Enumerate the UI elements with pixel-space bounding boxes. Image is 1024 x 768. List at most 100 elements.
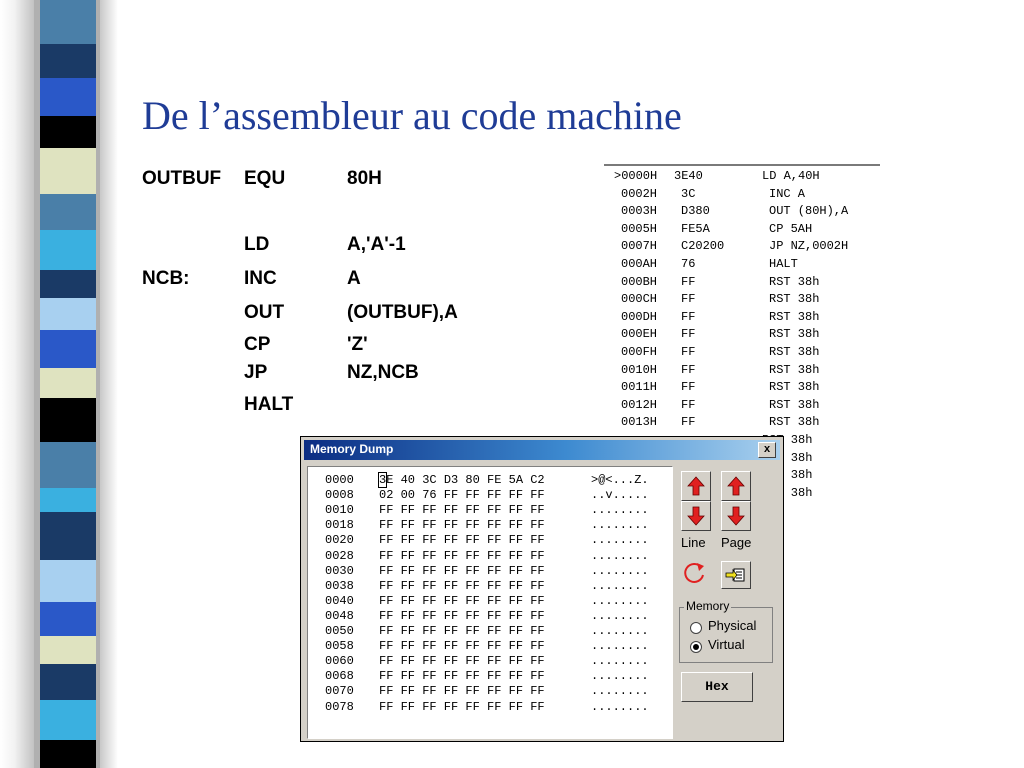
dump-ascii: ........	[591, 593, 649, 608]
dump-address: 0050	[325, 624, 354, 638]
listing-mnemonic: RST 38h	[769, 380, 820, 395]
page-down-button[interactable]	[721, 501, 751, 531]
dump-address: 0070	[325, 684, 354, 699]
listing-mnemonic: RST 38h	[769, 345, 820, 359]
dump-ascii: ........	[591, 533, 649, 548]
listing-mnemonic: INC A	[769, 186, 806, 201]
dump-ascii: ........	[591, 624, 649, 638]
listing-address: 000AH	[621, 257, 658, 271]
listing-opcode: FF	[681, 415, 696, 430]
memory-mode-group: Memory Physical Virtual	[679, 599, 773, 663]
listing-top-border	[604, 164, 880, 166]
listing-address: 0010H	[621, 362, 658, 377]
listing-mnemonic: RST 38h	[769, 309, 820, 324]
source-operand: A	[347, 268, 361, 289]
dump-bytes: FF FF FF FF FF FF FF FF	[379, 624, 545, 638]
listing-opcode: FF	[681, 380, 696, 395]
source-label: NCB:	[142, 268, 190, 289]
listing-address: 0011H	[621, 380, 658, 395]
dump-ascii: ........	[591, 654, 649, 669]
source-mnemonic: CP	[244, 334, 271, 355]
dump-address: 0040	[325, 593, 354, 608]
dump-bytes: FF FF FF FF FF FF FF FF	[379, 593, 545, 608]
listing-mnemonic: OUT (80H),A	[769, 204, 849, 219]
close-button[interactable]: x	[758, 442, 776, 458]
goto-pointer-icon	[725, 568, 745, 582]
listing-address: 000FH	[621, 345, 658, 359]
dump-address: 0060	[325, 654, 354, 669]
dump-ascii: ........	[591, 548, 649, 563]
hex-button[interactable]: Hex	[681, 672, 753, 702]
refresh-icon	[684, 562, 704, 583]
memory-group-label: Memory	[684, 599, 732, 613]
dump-address: 0020	[325, 533, 354, 548]
line-label: Line	[681, 535, 706, 550]
listing-opcode: FF	[681, 309, 696, 324]
slide-title: De l’assembleur au code machine	[142, 93, 682, 138]
listing-mnemonic: CP 5AH	[769, 221, 813, 236]
listing-address: 0002H	[621, 186, 658, 201]
listing-opcode: 3E40	[674, 169, 703, 183]
dump-ascii: ........	[591, 578, 649, 593]
listing-address: 000CH	[621, 292, 658, 307]
dump-ascii: ........	[591, 518, 649, 533]
dump-ascii: ........	[591, 699, 649, 714]
source-label: OUTBUF	[142, 168, 222, 189]
dump-ascii: ........	[591, 639, 649, 654]
refresh-button[interactable]	[681, 561, 711, 591]
dump-bytes: 02 00 76 FF FF FF FF FF	[379, 488, 545, 503]
listing-mnemonic: HALT	[769, 257, 798, 271]
dump-address: 0000	[325, 473, 354, 487]
dump-bytes: FF FF FF FF FF FF FF FF	[379, 684, 545, 699]
listing-opcode: C20200	[681, 239, 725, 254]
dump-row: 0040 FF FF FF FF FF FF FF FF........	[325, 594, 649, 609]
listing-address: 0013H	[621, 415, 658, 430]
listing-opcode: FE5A	[681, 221, 710, 236]
dump-bytes: FF FF FF FF FF FF FF FF	[379, 654, 545, 669]
source-mnemonic: EQU	[244, 168, 286, 189]
line-down-button[interactable]	[681, 501, 711, 531]
dump-bytes: FF FF FF FF FF FF FF FF	[379, 533, 545, 548]
arrow-up-icon	[727, 476, 745, 496]
dump-address: 0068	[325, 669, 354, 684]
listing-opcode: FF	[681, 397, 696, 412]
goto-button[interactable]	[721, 561, 751, 589]
close-icon: x	[763, 443, 771, 455]
strip-right-shade	[100, 0, 118, 768]
strip-shade	[0, 0, 36, 768]
listing-address: 0005H	[621, 221, 658, 236]
dump-address: 0078	[325, 699, 354, 714]
listing-address: 0012H	[621, 397, 658, 412]
source-operand: 'Z'	[347, 334, 368, 355]
physical-radio[interactable]	[690, 622, 702, 634]
dump-ascii: ........	[591, 669, 649, 684]
dump-address: 0030	[325, 563, 354, 578]
dump-address: 0048	[325, 608, 354, 623]
listing-opcode: 76	[681, 257, 696, 271]
source-mnemonic: HALT	[244, 394, 294, 415]
window-titlebar[interactable]: Memory Dump x	[304, 440, 780, 460]
dump-address: 0008	[325, 488, 354, 503]
dump-ascii: ........	[591, 684, 649, 699]
listing-opcode: D380	[681, 204, 710, 219]
source-mnemonic: JP	[244, 362, 268, 383]
dump-ascii: ........	[591, 563, 649, 578]
listing-opcode: FF	[681, 362, 696, 377]
listing-opcode: FF	[681, 327, 696, 342]
line-up-button[interactable]	[681, 471, 711, 501]
listing-mnemonic: RST 38h	[769, 415, 820, 430]
virtual-radio[interactable]	[690, 641, 702, 653]
page-up-button[interactable]	[721, 471, 751, 501]
listing-address: 000EH	[621, 327, 658, 342]
